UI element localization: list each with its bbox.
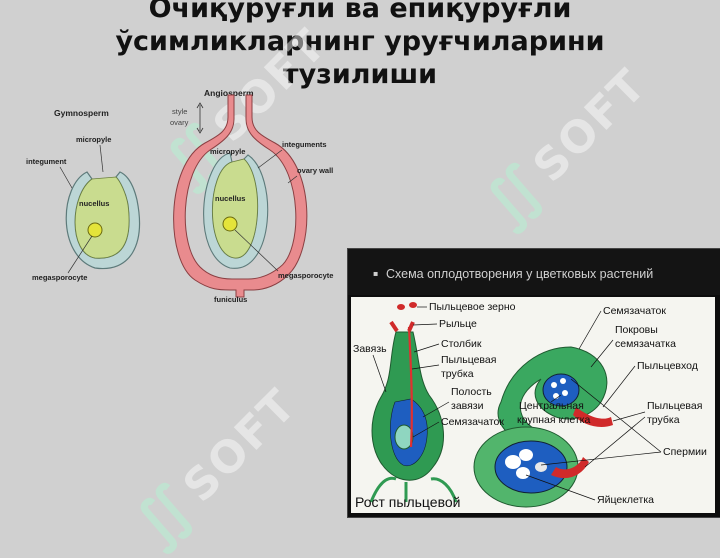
pollen-grain (397, 304, 405, 310)
gymnosperm-megasporocyte (87, 222, 103, 238)
label-ovule-a: Семязачаток (441, 416, 504, 428)
gymnosperm-nucellus (74, 176, 130, 259)
angiosperm-nucellus (212, 158, 258, 259)
label-central-cell-1: Центральная (519, 400, 584, 412)
sepals (369, 476, 458, 503)
ovule-comparison-figure: Gymnosperm micropyle integument nucellus… (26, 88, 333, 304)
label-egg-cell: Яйцеклетка (597, 494, 654, 506)
label-integuments: integuments (282, 140, 327, 149)
label-megasporocyte: megasporocyte (278, 271, 333, 280)
label-cavity-1: Полость (451, 386, 492, 398)
label-pollen-entrance: Пыльцевход (637, 360, 698, 372)
pollen-tube-upper (573, 407, 613, 427)
panel-header: ▪ Схема оплодотворения у цветковых расте… (348, 249, 720, 295)
label-stigma: Рыльце (439, 318, 477, 330)
label-ovary: ovary (170, 118, 189, 127)
label-megasporocyte: megasporocyte (32, 273, 87, 282)
pollen-tube-line (407, 326, 413, 448)
label-pollen-grain: Пыльцевое зерно (429, 301, 516, 313)
angiosperm-heading: Angiosperm (204, 88, 254, 98)
slide-title: Очиқуруғли ва епиқуруғли ўсимликларнинг … (60, 0, 660, 91)
label-ovule-b: Семязачаток (603, 305, 666, 317)
title-line-3: тузилиши (282, 59, 438, 90)
label-style: Столбик (441, 338, 482, 350)
label-covers-2: семязачатка (615, 338, 676, 350)
label-micropyle: micropyle (210, 147, 245, 156)
label-micropyle: micropyle (76, 135, 111, 144)
label-nucellus: nucellus (79, 199, 109, 208)
label-cavity-2: завязи (451, 400, 484, 412)
bullet-icon: ▪ (373, 269, 379, 278)
label-pollen-tube-1: Пыльцевая (441, 354, 496, 366)
title-line-1: Очиқуруғли ва епиқуруғли (148, 0, 572, 24)
label-pollen-tube-r1: Пыльцевая (647, 400, 702, 412)
label-pollen-tube-2: трубка (441, 368, 474, 380)
label-funiculus: funiculus (214, 295, 247, 304)
label-integument: integument (26, 157, 67, 166)
fertilization-diagram: Пыльцевое зерно Рыльце Завязь Столбик Пы… (351, 297, 715, 513)
title-line-2: ўсимликларнинг уруғчиларини (115, 26, 605, 57)
embryo-sac-upper (542, 373, 580, 407)
label-ovary: Завязь (353, 343, 387, 355)
embryo-sac-lower (494, 440, 568, 494)
label-bottom-caption: Рост пыльцевой (355, 494, 460, 510)
gymnosperm-heading: Gymnosperm (54, 108, 109, 118)
label-ovary-wall: ovary wall (297, 166, 333, 175)
pollen-grain (409, 302, 417, 308)
fertilization-svg: Пыльцевое зерно Рыльце Завязь Столбик Пы… (353, 301, 707, 510)
label-sperm: Спермии (663, 446, 707, 458)
label-style: style (172, 107, 187, 116)
label-central-cell-2: крупная клетка (517, 414, 590, 426)
angiosperm-megasporocyte (222, 216, 238, 232)
label-pollen-tube-r2: трубка (647, 414, 680, 426)
label-nucellus: nucellus (215, 194, 245, 203)
pollen-tube-lower (551, 457, 589, 479)
angiosperm-ovary-wall (173, 94, 308, 298)
watermark: ∬SOFT (120, 379, 307, 558)
panel-heading: Схема оплодотворения у цветковых растени… (386, 267, 654, 281)
stigma-lobes (389, 320, 415, 333)
label-covers-1: Покровы (615, 324, 658, 336)
fertilization-panel: ▪ Схема оплодотворения у цветковых расте… (347, 248, 720, 518)
